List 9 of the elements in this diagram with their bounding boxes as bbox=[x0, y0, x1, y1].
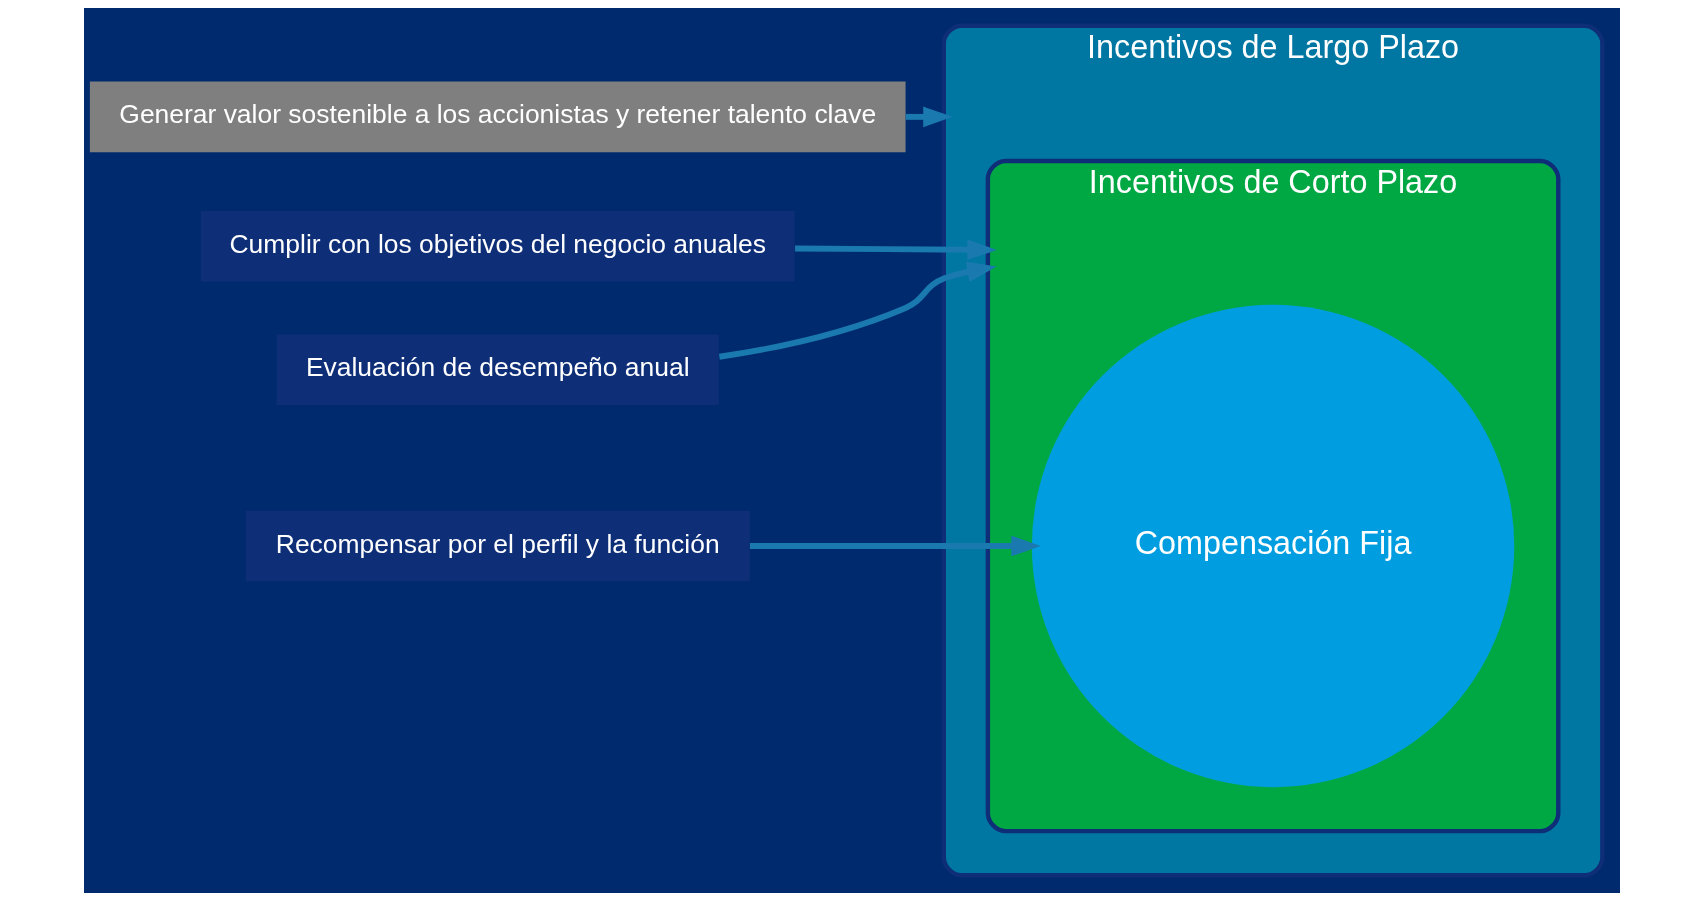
arrow bbox=[905, 106, 953, 128]
arrow bbox=[718, 261, 997, 360]
arrow bbox=[795, 239, 997, 261]
node-box: Evaluación de desempeño anual bbox=[276, 334, 719, 405]
node-circle: Compensación Fija bbox=[1031, 304, 1515, 788]
node-box: Recompensar por el perfil y la función bbox=[245, 510, 750, 582]
node-box: Cumplir con los objetivos del negocio anuales bbox=[200, 210, 795, 282]
node-box: Generar valor sostenible a los accionistas y retener talento clave bbox=[89, 81, 906, 153]
arrow bbox=[749, 535, 1041, 557]
